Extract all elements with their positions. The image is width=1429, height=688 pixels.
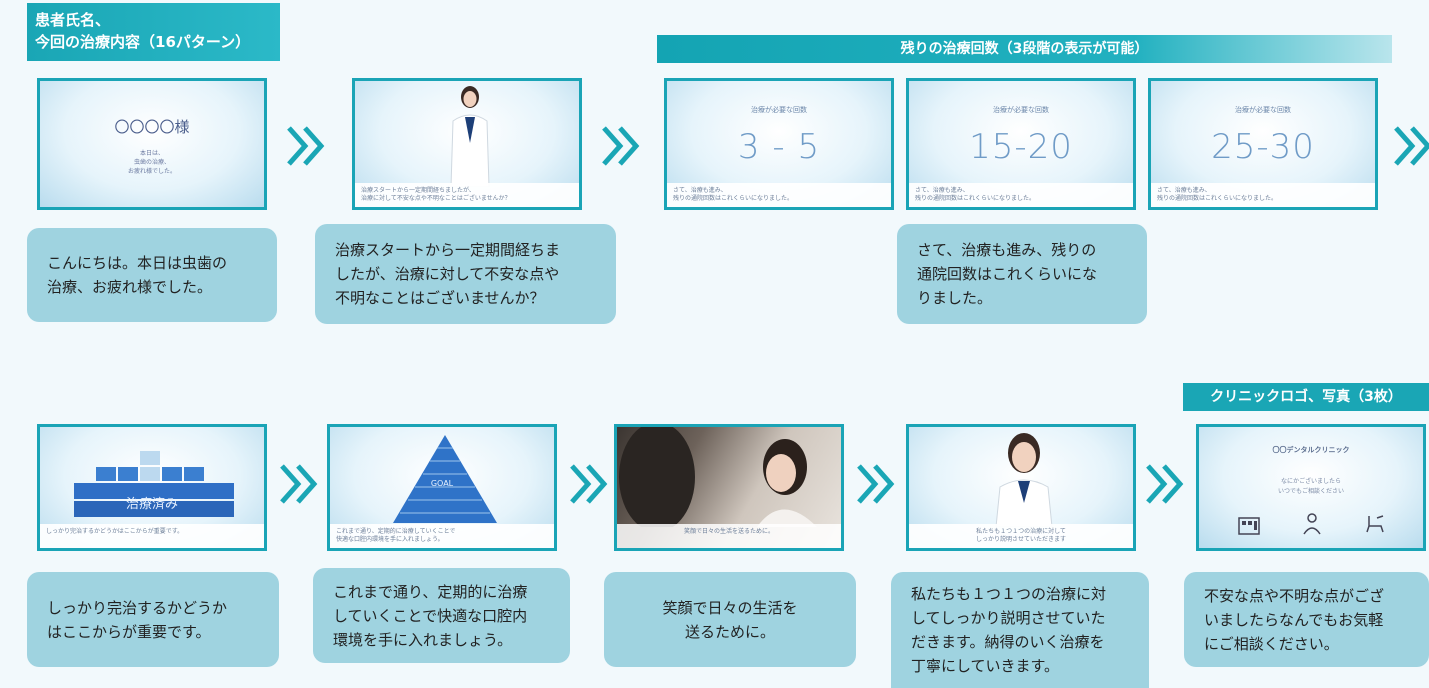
- building-icon: [1238, 517, 1260, 535]
- clinic-name: 〇〇デンタルクリニック: [1272, 446, 1350, 454]
- counter-value: 3 - 5: [737, 127, 821, 167]
- counter-value: 15-20: [969, 127, 1073, 167]
- bubble-text: これまで通り、定期的に治療 していくことで快適な口腔内 環境を手に入れましょう。: [333, 582, 528, 649]
- speech-bubble-7: 私たちも１つ１つの治療に対 してしっかり説明させていた だきます。納得のいく治療…: [891, 572, 1149, 688]
- speech-bubble-1: こんにちは。本日は虫歯の 治療、お疲れ様でした。: [27, 228, 277, 322]
- doctor-slide: 治療スタートから一定期間経ちましたが、 治療に対して不安な点や不明なことはござい…: [352, 78, 582, 210]
- chevron-right-icon: [280, 464, 318, 504]
- chevron-right-icon: [287, 126, 325, 166]
- smile-slide: 笑顔で日々の生活を送るために。: [614, 424, 844, 551]
- counter-caption: さて、治療も進み、 残りの通院回数はこれくらいになりました。: [1151, 183, 1375, 207]
- doctor-slide-2: 私たちも１つ１つの治療に対して しっかり説明させていただきます: [906, 424, 1136, 551]
- counter-caption: さて、治療も進み、 残りの通院回数はこれくらいになりました。: [909, 183, 1133, 207]
- counter-slide-3: 治療が必要な回数 25-30 さて、治療も進み、 残りの通院回数はこれくらいにな…: [1148, 78, 1378, 210]
- bubble-text: しっかり完治するかどうか はここからが重要です。: [47, 598, 228, 641]
- stack-caption: しっかり完治するかどうかはここからが重要です。: [40, 524, 264, 548]
- speech-bubble-3: さて、治療も進み、残りの 通院回数はこれくらいにな りました。: [897, 224, 1147, 324]
- chevron-right-icon: [1146, 464, 1184, 504]
- stack-slide: 治療済み しっかり完治するかどうかはここからが重要です。: [37, 424, 267, 551]
- counter-slide-2: 治療が必要な回数 15-20 さて、治療も進み、 残りの通院回数はこれくらいにな…: [906, 78, 1136, 210]
- speech-bubble-4: しっかり完治するかどうか はここからが重要です。: [27, 572, 279, 667]
- bubble-text: さて、治療も進み、残りの 通院回数はこれくらいにな りました。: [917, 241, 1098, 307]
- greeting-slide: 〇〇〇〇様 本日は、 虫歯の治療、 お疲れ様でした。: [37, 78, 267, 210]
- bubble-text: 笑顔で日々の生活を 送るために。: [662, 598, 798, 641]
- patient-info-label: 患者氏名、 今回の治療内容（16パターン）: [27, 3, 280, 61]
- speech-bubble-5: これまで通り、定期的に治療 していくことで快適な口腔内 環境を手に入れましょう。: [313, 568, 570, 663]
- pyramid-label: GOAL: [430, 479, 454, 488]
- counter-slide-1: 治療が必要な回数 3 - 5 さて、治療も進み、 残りの通院回数はこれくらいにな…: [664, 78, 894, 210]
- counter-heading: 治療が必要な回数: [1235, 106, 1291, 114]
- remaining-count-label: 残りの治療回数（3段階の表示が可能）: [657, 35, 1392, 63]
- counter-caption: さて、治療も進み、 残りの通院回数はこれくらいになりました。: [667, 183, 891, 207]
- clinic-slide: 〇〇デンタルクリニック なにかございましたら いつでもご相談ください: [1196, 424, 1426, 551]
- dental-chair-icon: [1366, 515, 1384, 533]
- doctor-portrait: [995, 433, 1053, 527]
- counter-heading: 治療が必要な回数: [993, 106, 1049, 114]
- chevron-right-icon: [570, 464, 608, 504]
- bubble-text: 不安な点や不明な点がござ いましたらなんでもお気軽 にご相談ください。: [1204, 586, 1385, 653]
- counter-value: 25-30: [1211, 127, 1315, 167]
- greeting-sub-text: 本日は、 虫歯の治療、 お疲れ様でした。: [127, 150, 176, 175]
- chevron-right-icon: [1394, 126, 1429, 166]
- clinic-logo-label: クリニックロゴ、写真（3枚）: [1183, 383, 1429, 411]
- speech-bubble-8: 不安な点や不明な点がござ いましたらなんでもお気軽 にご相談ください。: [1184, 572, 1429, 667]
- patient-name: 〇〇〇〇様: [114, 118, 190, 136]
- counter-heading: 治療が必要な回数: [751, 106, 807, 114]
- pyramid-graphic: [393, 435, 497, 523]
- doctor-slide-caption: 治療スタートから一定期間経ちましたが、 治療に対して不安な点や不明なことはござい…: [355, 183, 579, 207]
- speech-bubble-6: 笑顔で日々の生活を 送るために。: [604, 572, 856, 667]
- stack-label: 治療済み: [125, 497, 178, 512]
- block-stack-graphic: [74, 451, 234, 517]
- chevron-right-icon: [857, 464, 895, 504]
- bubble-text: こんにちは。本日は虫歯の 治療、お疲れ様でした。: [47, 254, 228, 296]
- dentist-icon: [1303, 513, 1321, 535]
- bubble-text: 治療スタートから一定期間経ちま したが、治療に対して不安な点や 不明なことはござ…: [335, 241, 561, 307]
- bubble-text: 私たちも１つ１つの治療に対 してしっかり説明させていた だきます。納得のいく治療…: [911, 585, 1107, 675]
- speech-bubble-2: 治療スタートから一定期間経ちま したが、治療に対して不安な点や 不明なことはござ…: [315, 224, 616, 324]
- smiling-women-photo: [619, 427, 817, 527]
- pyramid-slide: GOAL これまで通り、定期的に治療していくことで 快適な口腔内環境を手に入れま…: [327, 424, 557, 551]
- smile-caption: 笑顔で日々の生活を送るために。: [617, 524, 841, 548]
- pyramid-caption: これまで通り、定期的に治療していくことで 快適な口腔内環境を手に入れましょう。: [330, 524, 554, 548]
- doctor-photo: [450, 86, 490, 187]
- doctor2-caption: 私たちも１つ１つの治療に対して しっかり説明させていただきます: [909, 524, 1133, 548]
- clinic-sub-text: なにかございましたら いつでもご相談ください: [1277, 478, 1344, 495]
- chevron-right-icon: [602, 126, 640, 166]
